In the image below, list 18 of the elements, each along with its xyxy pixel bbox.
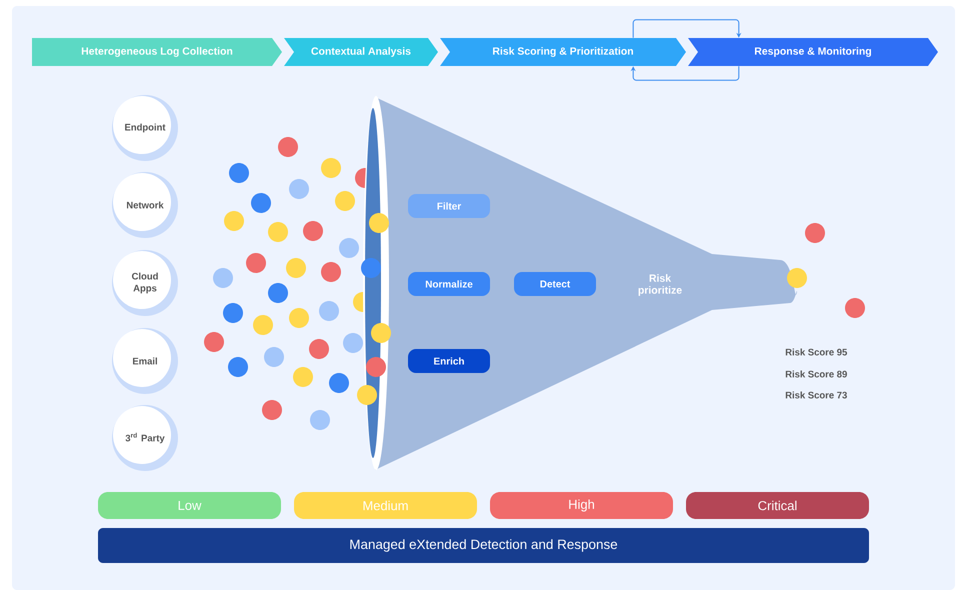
stage-banner: Heterogeneous Log Collection	[32, 38, 282, 66]
severity-bar: Low	[98, 492, 281, 519]
risk-score-text: Risk Score 95	[786, 348, 847, 356]
severity-bar: Critical	[686, 492, 869, 519]
loop-arrow	[630, 66, 740, 81]
loop-arrow	[632, 19, 742, 38]
severity-bar: Medium	[294, 492, 477, 519]
title-band: Managed eXtended Detection and Response	[98, 528, 869, 563]
step-pill: Detect	[514, 272, 596, 296]
risk-score-text: Risk Score 89	[786, 370, 847, 378]
stage-banner: Risk Scoring & Prioritization	[440, 38, 686, 66]
risk-score-text: Risk Score 73	[786, 392, 847, 398]
step-pill: Normalize	[408, 272, 490, 296]
step-pill: Enrich	[408, 349, 490, 373]
severity-bar: High	[490, 492, 673, 519]
stage-text: Risk prioritize	[638, 274, 682, 296]
step-pill: Filter	[408, 194, 490, 218]
stage-banner: Response & Monitoring	[688, 38, 938, 66]
